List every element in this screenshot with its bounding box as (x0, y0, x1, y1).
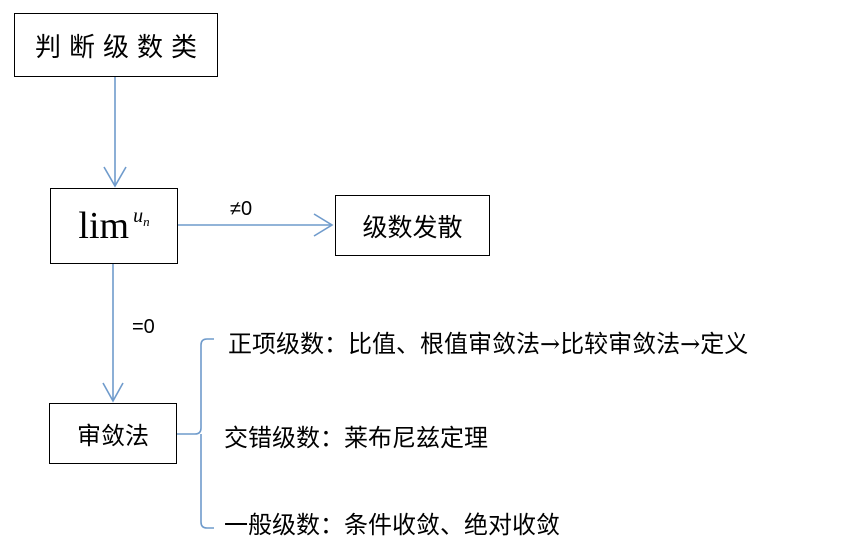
limit-word: lim (78, 205, 130, 247)
arrowhead-limit-to-test (102, 382, 124, 403)
branch-brace (177, 338, 214, 529)
limit-variable: u (133, 204, 144, 227)
branch-positive-series: 正项级数：比值、根值审敛法→比较审敛法→定义 (228, 330, 749, 358)
title-node-label: 判断级数类 (34, 32, 205, 63)
title-node: 判断级数类 (14, 13, 218, 77)
arrowhead-limit-to-diverge (313, 213, 334, 237)
test-node-label: 审敛法 (77, 422, 149, 450)
test-node: 审敛法 (49, 403, 177, 464)
arrowhead-title-to-limit (103, 166, 127, 188)
edge-label-zero: =0 (132, 316, 155, 338)
limit-node: lim u n (50, 188, 178, 264)
edge-label-not-zero: ≠0 (230, 198, 253, 220)
branch-alternating-series: 交错级数：莱布尼兹定理 (224, 424, 488, 452)
diverge-node-label: 级数发散 (362, 212, 463, 242)
limit-subscript: n (143, 214, 150, 229)
diverge-node: 级数发散 (335, 195, 490, 256)
branch-general-series: 一般级数：条件收敛、绝对收敛 (224, 511, 560, 539)
